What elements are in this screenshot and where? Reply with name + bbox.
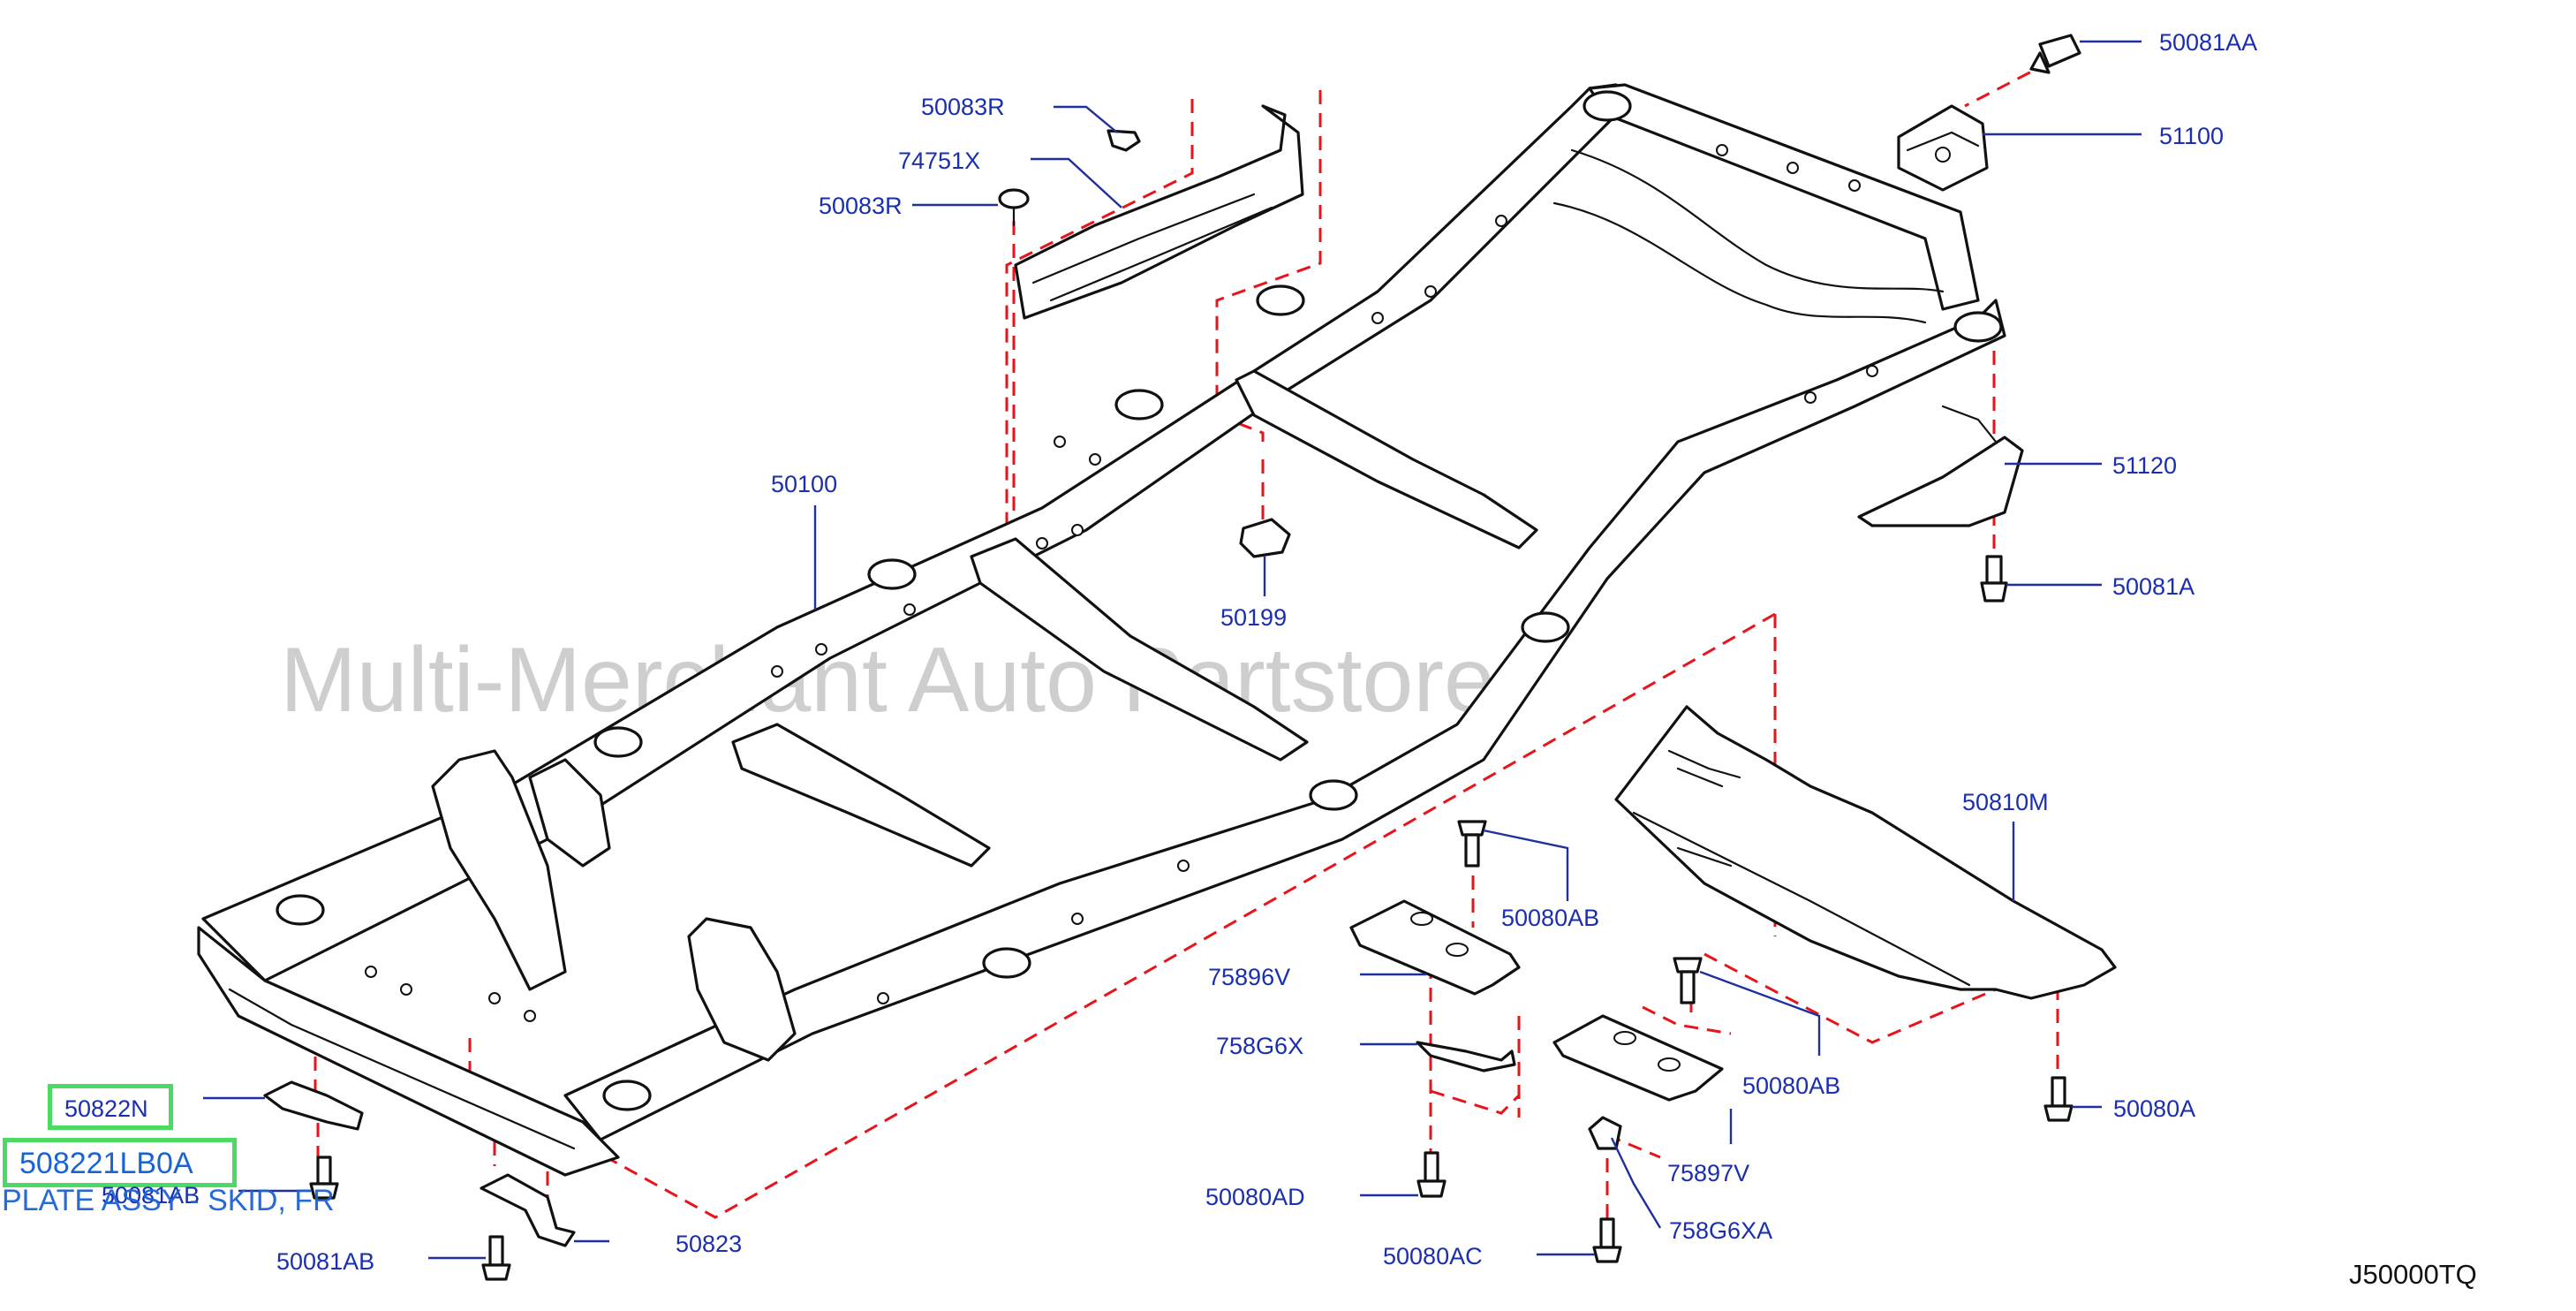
label-75897v[interactable]: 75897V bbox=[1667, 1160, 1749, 1186]
frame-assembly bbox=[197, 83, 2006, 1177]
label-50083r-top[interactable]: 50083R bbox=[921, 94, 1005, 120]
highlight-ref-label: 50822N bbox=[64, 1095, 148, 1122]
bolt-50080ad bbox=[1416, 1151, 1447, 1198]
highlight-box-ref[interactable]: 50822N bbox=[48, 1084, 173, 1130]
bracket-50822n bbox=[263, 1080, 364, 1131]
label-50080ab-upper[interactable]: 50080AB bbox=[1501, 905, 1599, 931]
highlight-box-part-number[interactable]: 508221LB0A bbox=[3, 1138, 237, 1187]
bolt-50081aa bbox=[2029, 34, 2081, 74]
label-50081ab-rear[interactable]: 50081AB bbox=[276, 1248, 374, 1275]
label-75896v[interactable]: 75896V bbox=[1208, 964, 1290, 990]
label-758g6x[interactable]: 758G6X bbox=[1216, 1033, 1303, 1059]
label-51100[interactable]: 51100 bbox=[2159, 123, 2224, 149]
bolt-50081ab-front bbox=[309, 1156, 339, 1200]
bolt-50080ab-upper bbox=[1457, 820, 1487, 868]
plate-75897v bbox=[1552, 1014, 1724, 1102]
label-50080a[interactable]: 50080A bbox=[2113, 1095, 2195, 1122]
label-50081ab-front[interactable]: 50081AB bbox=[102, 1182, 200, 1209]
bracket-51120 bbox=[1857, 405, 2024, 527]
bolt-50081a bbox=[1980, 555, 2008, 602]
clip-50083r-bottom bbox=[998, 188, 1030, 227]
label-50100[interactable]: 50100 bbox=[771, 471, 837, 497]
bolt-50081ab-rear bbox=[481, 1235, 511, 1281]
label-50080ac[interactable]: 50080AC bbox=[1383, 1243, 1483, 1269]
heat-shield-74751x bbox=[1014, 104, 1304, 320]
label-51120[interactable]: 51120 bbox=[2112, 452, 2177, 479]
label-74751x[interactable]: 74751X bbox=[898, 148, 980, 174]
bracket-758g6xa bbox=[1588, 1116, 1622, 1150]
bracket-50823 bbox=[480, 1173, 576, 1247]
label-50810m[interactable]: 50810M bbox=[1962, 789, 2049, 815]
label-50081a[interactable]: 50081A bbox=[2112, 573, 2195, 600]
skid-plate-50810m bbox=[1614, 705, 2117, 1000]
highlight-part-number: 508221LB0A bbox=[19, 1147, 193, 1180]
mount-51100 bbox=[1897, 104, 1989, 192]
label-50823[interactable]: 50823 bbox=[676, 1231, 742, 1257]
plate-75896v bbox=[1349, 899, 1521, 996]
bracket-758g6x bbox=[1416, 1041, 1516, 1072]
bolt-50080a bbox=[2043, 1076, 2074, 1122]
highlight-description: PLATE ASSY - SKID, FR bbox=[2, 1184, 335, 1217]
label-50199[interactable]: 50199 bbox=[1220, 604, 1287, 631]
label-50081aa[interactable]: 50081AA bbox=[2159, 29, 2257, 56]
diagram-code: J50000TQ bbox=[2349, 1259, 2477, 1290]
bolt-50080ac bbox=[1592, 1217, 1622, 1263]
label-50083r-bottom[interactable]: 50083R bbox=[819, 193, 903, 219]
clip-50083r-top bbox=[1107, 129, 1141, 152]
block-50199 bbox=[1239, 518, 1291, 558]
leader-lines bbox=[203, 40, 2142, 1260]
label-50080ad[interactable]: 50080AD bbox=[1205, 1184, 1305, 1210]
bolt-50080ab-lower bbox=[1673, 957, 1703, 1004]
watermark-text: Multi-Merchant Auto Partstore bbox=[280, 629, 1495, 731]
label-758g6xa[interactable]: 758G6XA bbox=[1669, 1217, 1772, 1244]
label-50080ab-lower[interactable]: 50080AB bbox=[1742, 1072, 1840, 1099]
